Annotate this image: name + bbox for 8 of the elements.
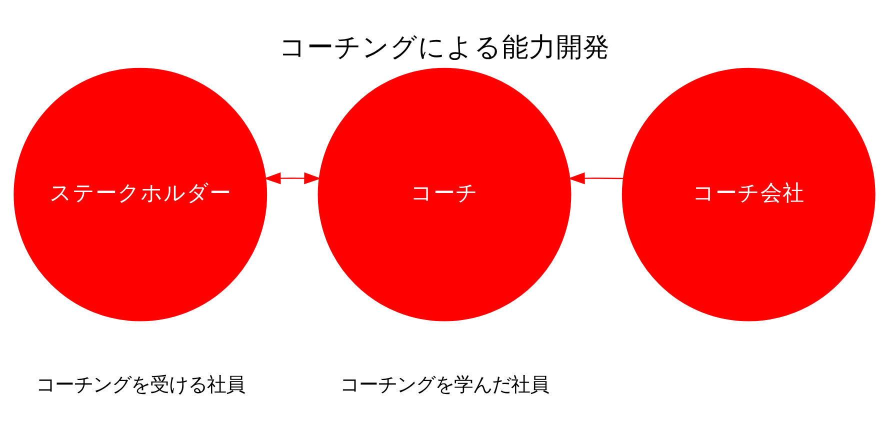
diagram-title: コーチングによる能力開発 [278,31,610,62]
arrow [567,172,623,184]
node-label: コーチングを学んだ社員 [340,372,548,396]
node-circle: ステークホルダー [13,67,267,321]
node-circle: コーチ [317,67,571,321]
node-label: コーチングを受ける社員 [35,372,244,396]
node-circle: コーチ会社 [621,67,875,321]
arrow [263,172,321,184]
